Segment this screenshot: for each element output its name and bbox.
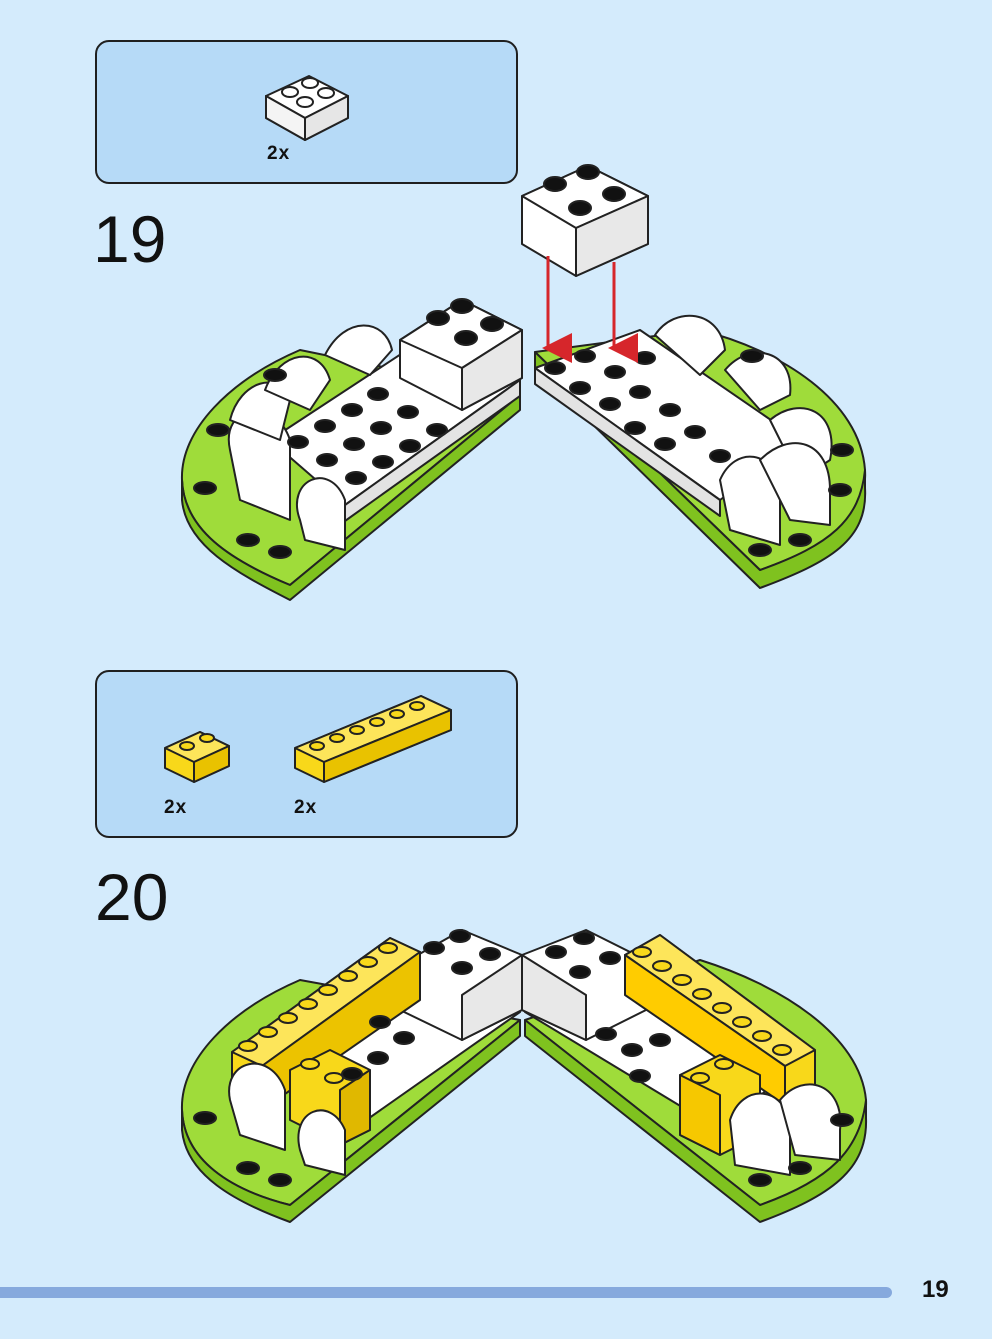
page-number: 19 [922, 1276, 949, 1303]
white-2x2-brick-icon [265, 75, 349, 141]
step-19-model-illustration [180, 164, 867, 601]
part-quantity: 2x [294, 797, 318, 818]
part-quantity: 2x [164, 797, 188, 818]
parts-callout-step-19: 2x [95, 40, 518, 184]
footer-bar [0, 1287, 892, 1298]
step-number-20: 20 [95, 860, 169, 934]
step-number-19: 19 [93, 202, 167, 276]
part-quantity: 2x [267, 143, 291, 164]
yellow-bricks-icon [164, 695, 452, 783]
parts-callout-step-20: 2x 2x [95, 670, 518, 838]
